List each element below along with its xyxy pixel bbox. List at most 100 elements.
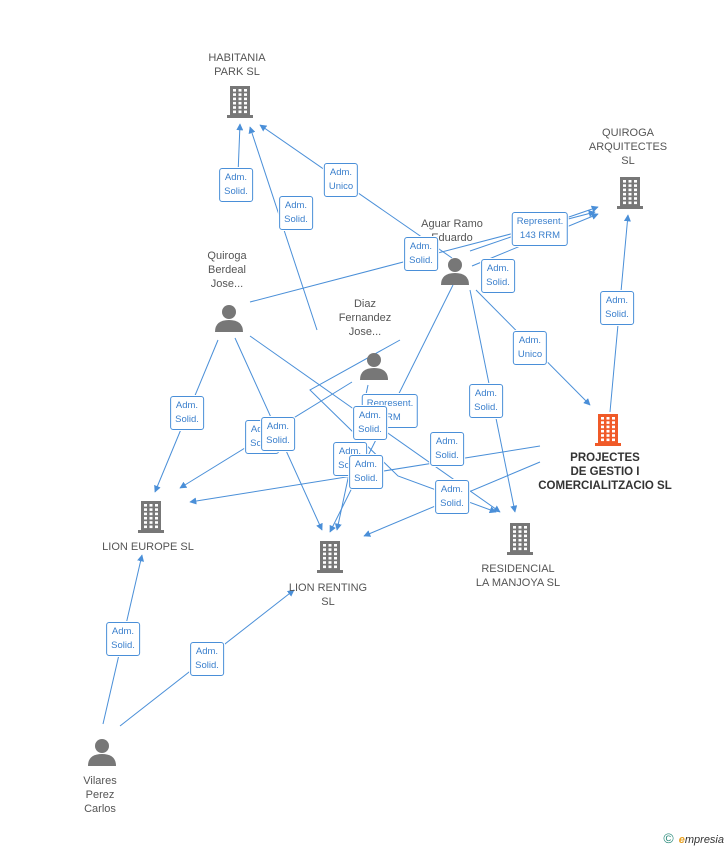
footer: © empresia: [663, 830, 724, 846]
edge-label-line: Adm.: [518, 335, 542, 346]
edge-label-line: Adm.: [358, 410, 382, 421]
node-label-line: Vilares: [83, 775, 117, 787]
node-label-lion_europe[interactable]: LION EUROPE SL: [102, 540, 194, 554]
edge-label-line: RRM: [379, 412, 401, 423]
edge-label-4: Adm. Solid.: [404, 237, 438, 271]
edge-label-1: Adm. Unico: [323, 163, 359, 197]
edge-label-line: Adm.: [435, 436, 459, 447]
edge-label-line: Adm.: [354, 459, 378, 470]
edge-label-line: Solid.: [486, 277, 510, 288]
node-label-projectes[interactable]: PROJECTES DE GESTIO I COMERCIALITZACIO SL: [538, 451, 672, 493]
edge-label-line: Solid.: [195, 660, 219, 671]
building-icon-lion_europe[interactable]: [138, 501, 164, 533]
edge-label-18: Adm. Solid.: [106, 622, 140, 656]
person-icon-diaz[interactable]: [360, 353, 388, 380]
edge-label-line: Adm.: [224, 172, 248, 183]
edge-label-line: Solid.: [224, 186, 248, 197]
edge-label-line: Adm.: [474, 388, 498, 399]
edge-label-line: Adm.: [409, 241, 433, 252]
person-icon-quiroga_berdeal[interactable]: [215, 305, 243, 332]
person-icon-aguar[interactable]: [441, 258, 469, 285]
node-label-line: Jose...: [348, 326, 382, 338]
edge-label-line: Unico: [328, 181, 354, 192]
edge-label-19: Adm. Solid.: [190, 642, 224, 676]
node-label-line: QUIROGA: [602, 127, 654, 139]
building-icon-quiroga_arq[interactable]: [617, 177, 643, 209]
edge-label-13: Adm. Solid.: [353, 406, 387, 440]
icons-layer: [88, 86, 643, 766]
copyright-icon: ©: [663, 830, 674, 846]
edge-label-line: Solid.: [354, 473, 378, 484]
edge-label-7: Adm. Unico: [512, 331, 548, 365]
building-icon-lion_renting[interactable]: [317, 541, 343, 573]
node-label-lion_renting[interactable]: LION RENTING SL: [289, 581, 367, 609]
edge-label-line: Adm.: [338, 446, 362, 457]
edge-label-line: Adm.: [440, 484, 464, 495]
edge-label-line: 143 RRM: [519, 230, 561, 241]
node-label-line: Quiroga: [207, 250, 247, 262]
edge-label-line: Adm.: [329, 167, 353, 178]
node-label-line: Carlos: [84, 803, 116, 815]
node-label-line: LA MANJOYA SL: [475, 577, 561, 589]
node-label-line: RESIDENCIAL: [481, 563, 555, 575]
edge-label-line: Adm.: [266, 421, 290, 432]
node-label-line: SL: [621, 155, 635, 167]
edge-label-line: Adm.: [605, 295, 629, 306]
building-icon-projectes[interactable]: [595, 414, 621, 446]
edge-label-5: Adm. Solid.: [481, 259, 515, 293]
node-label-line: HABITANIA: [208, 52, 266, 64]
node-label-residencial[interactable]: RESIDENCIAL LA MANJOYA SL: [476, 562, 560, 590]
edge-label-line: Represent.: [516, 216, 564, 227]
edge-label-11: Adm. Solid.: [261, 417, 295, 451]
edge-label-6: Adm. Solid.: [600, 291, 634, 325]
edge-label-line: Solid.: [175, 414, 199, 425]
edge-label-line: Solid.: [266, 435, 290, 446]
edge-label-line: Adm.: [486, 263, 510, 274]
node-label-line: Diaz: [353, 298, 376, 310]
edge-label-line: Solid.: [440, 498, 464, 509]
node-label-line: Perez: [85, 789, 115, 801]
edge-label-line: Solid.: [111, 640, 135, 651]
edge-label-line: Solid.: [435, 450, 459, 461]
edge-label-17: Adm. Solid.: [435, 480, 469, 514]
node-label-habitania[interactable]: HABITANIA PARK SL: [208, 51, 265, 79]
edge-label-line: Adm.: [195, 646, 219, 657]
brand-logo[interactable]: empresia: [678, 834, 724, 846]
node-label-line: Eduardo: [431, 232, 473, 244]
node-label-quiroga_arq[interactable]: QUIROGA ARQUITECTES SL: [589, 126, 667, 168]
edge-label-line: Solid.: [358, 424, 382, 435]
edge-label-2: Adm. Solid.: [279, 196, 313, 230]
node-label-line: COMERCIALITZACIO SL: [538, 480, 672, 492]
node-label-line: DE GESTIO I: [570, 466, 640, 478]
node-label-line: PARK SL: [214, 66, 260, 78]
node-label-line: LION RENTING: [288, 582, 368, 594]
edge-label-line: Solid.: [409, 255, 433, 266]
edge-label-line: Adm.: [284, 200, 308, 211]
node-label-line: SL: [321, 596, 335, 608]
edge-label-16: Adm. Solid.: [349, 455, 383, 489]
edge-label-8: Adm. Solid.: [170, 396, 204, 430]
edge-label-line: Represent.: [366, 398, 414, 409]
node-label-line: PROJECTES: [570, 452, 640, 464]
edge-label-line: Solid.: [605, 309, 629, 320]
edge-label-line: Adm.: [111, 626, 135, 637]
edge-label-14: Adm. Solid.: [430, 432, 464, 466]
node-label-line: Berdeal: [208, 264, 246, 276]
edge-label-line: Solid.: [284, 214, 308, 225]
node-label-line: ARQUITECTES: [588, 141, 668, 153]
edge-label-9: Adm. Solid.: [469, 384, 503, 418]
edge-label-0: Adm. Solid.: [219, 168, 253, 202]
person-icon-vilares[interactable]: [88, 739, 116, 766]
node-label-line: Jose...: [210, 278, 244, 290]
node-label-line: Fernandez: [338, 312, 392, 324]
building-icon-habitania[interactable]: [227, 86, 253, 118]
edge-label-3: Represent. 143 RRM: [511, 212, 569, 246]
building-icon-residencial[interactable]: [507, 523, 533, 555]
edge-label-line: Solid.: [474, 402, 498, 413]
edge-label-line: Unico: [517, 349, 543, 360]
edge-label-line: Adm.: [175, 400, 199, 411]
